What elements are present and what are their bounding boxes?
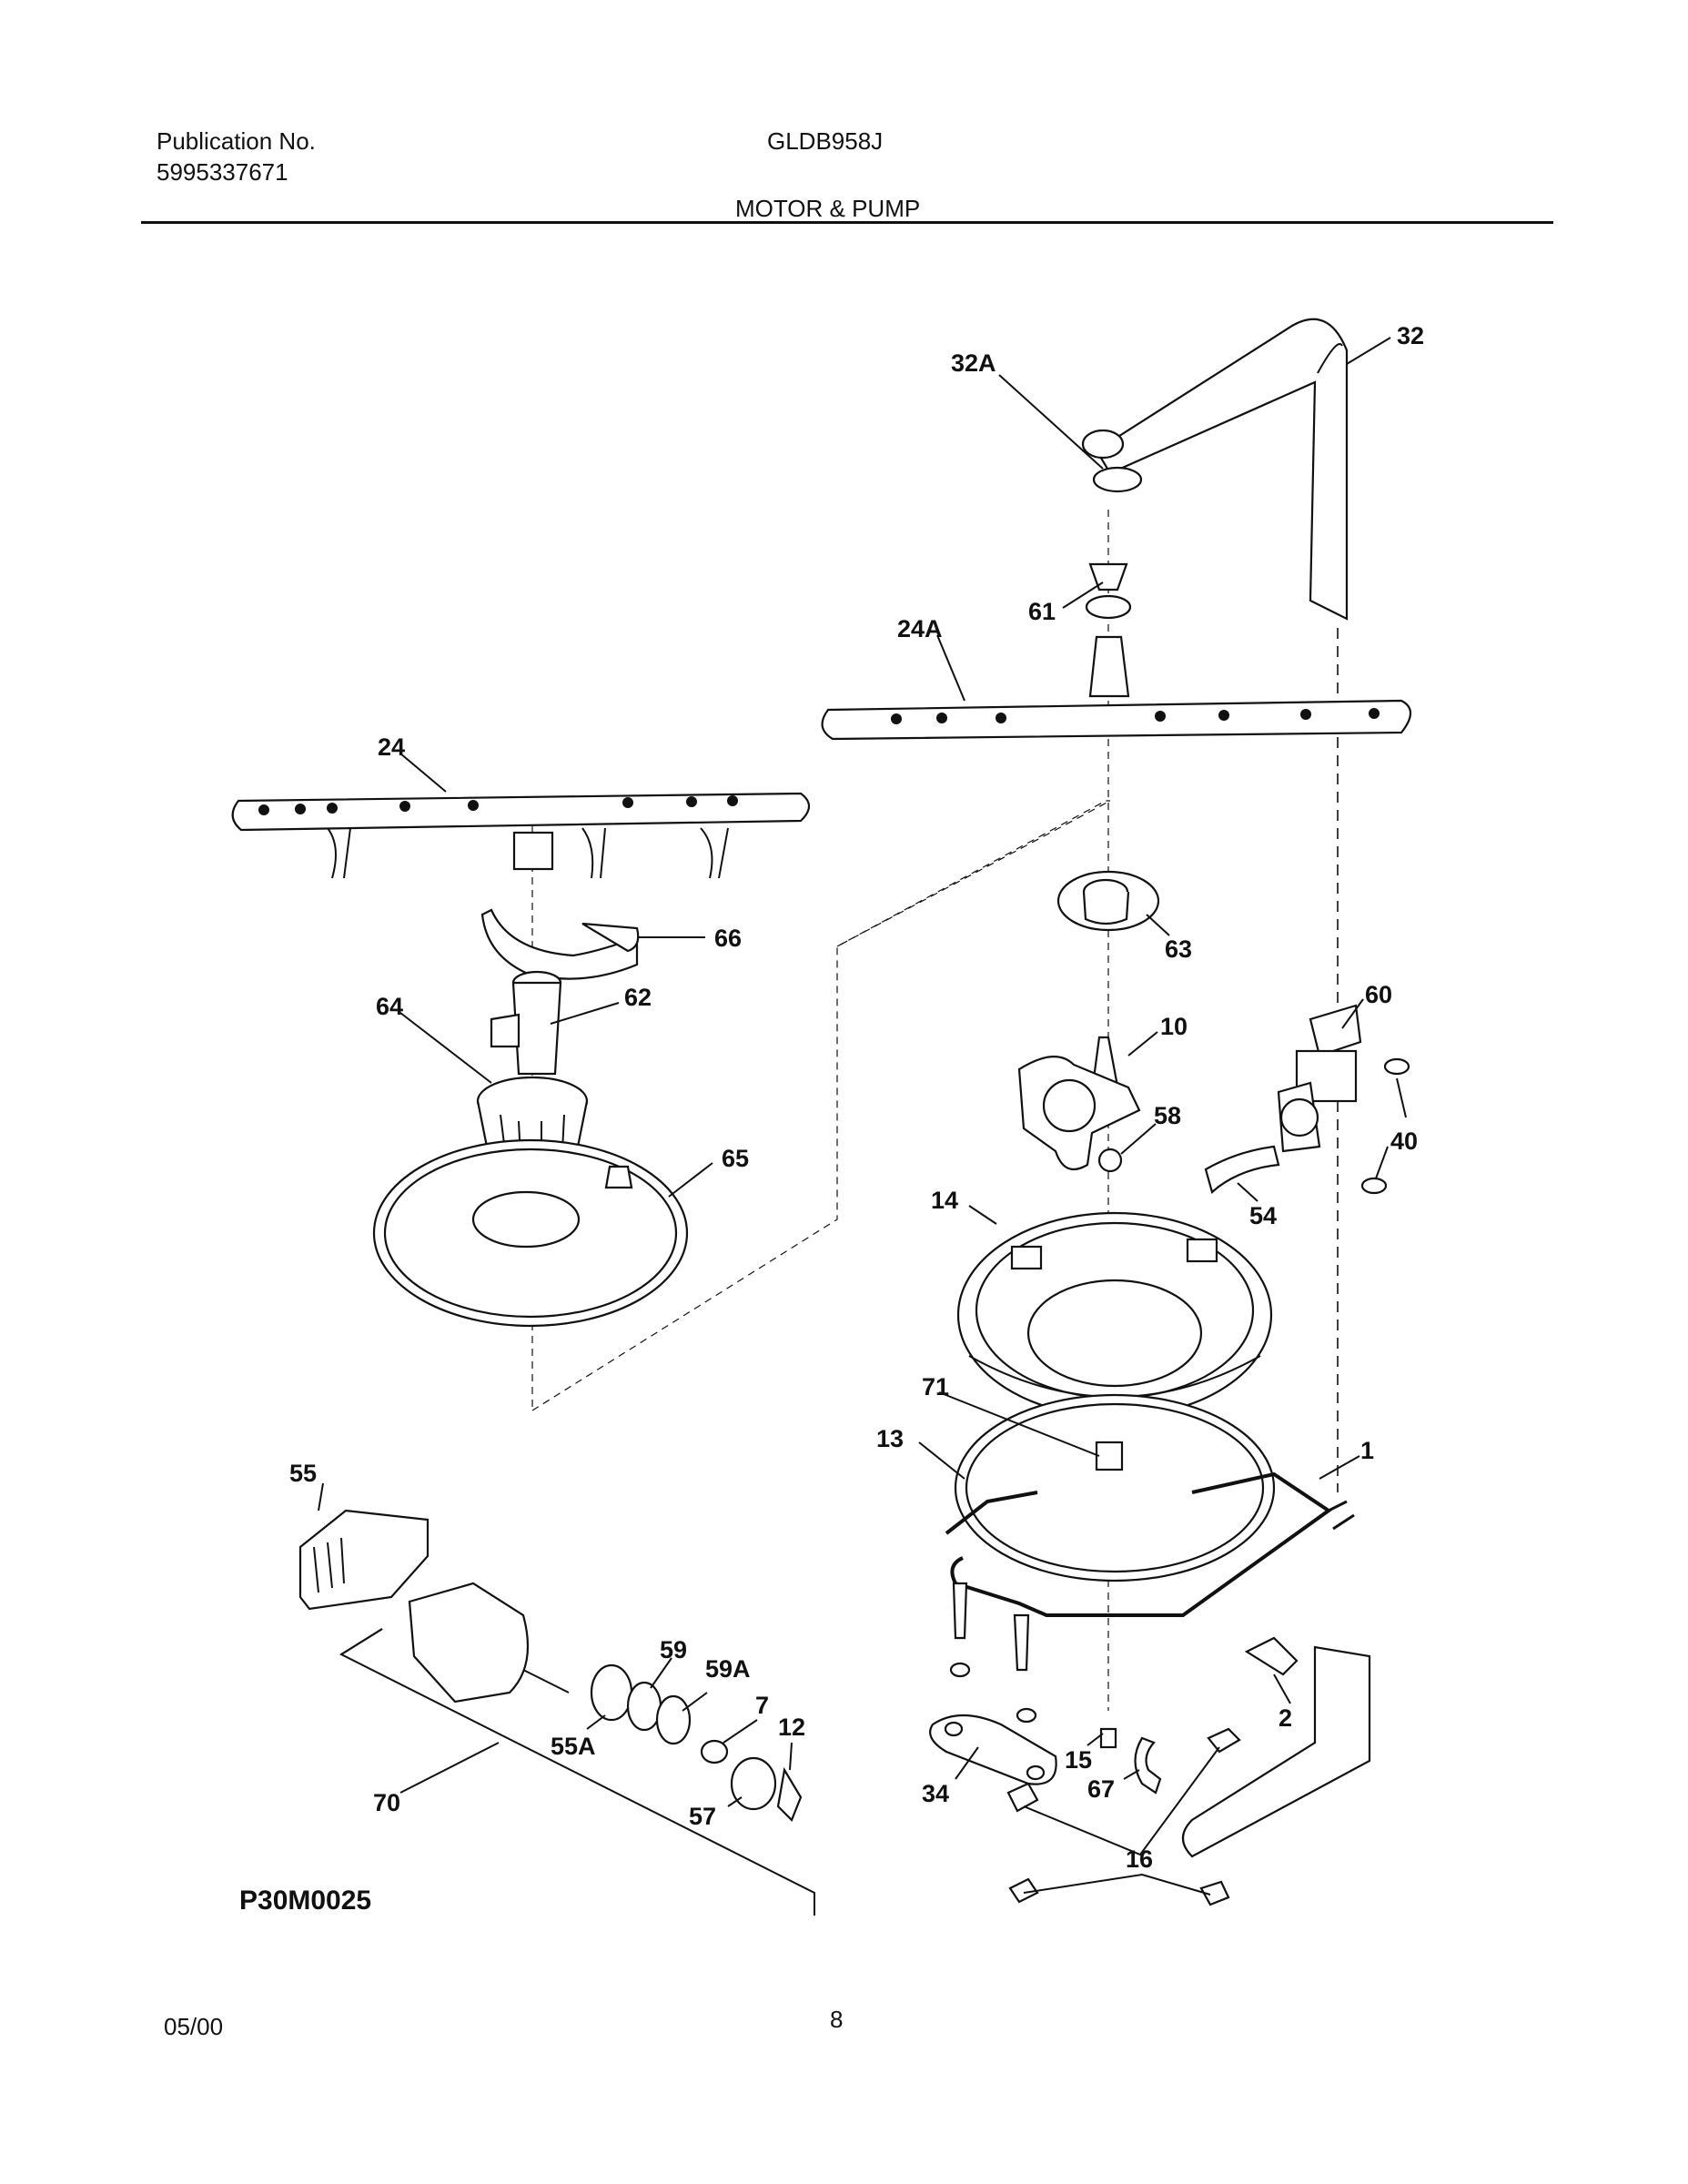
- part-2-bracket: [1244, 1636, 1299, 1676]
- label-1: 1: [1360, 1437, 1374, 1464]
- label-57: 57: [689, 1803, 716, 1830]
- part-61-spray-arm-nut: [1085, 562, 1132, 620]
- label-55: 55: [289, 1460, 317, 1487]
- label-40: 40: [1390, 1127, 1418, 1155]
- label-60: 60: [1365, 981, 1392, 1008]
- publication-number: 5995337671: [157, 158, 288, 186]
- label-54: 54: [1249, 1202, 1277, 1229]
- part-71-sensor: [1095, 1441, 1124, 1471]
- label-32a: 32A: [951, 349, 996, 377]
- label-59a: 59A: [705, 1655, 751, 1683]
- label-61: 61: [1028, 598, 1056, 625]
- part-32a-grommet: [1092, 466, 1143, 493]
- label-12: 12: [778, 1714, 805, 1741]
- part-65-coarse-filter: [372, 1138, 689, 1328]
- label-58: 58: [1154, 1102, 1181, 1129]
- label-63: 63: [1165, 935, 1192, 963]
- part-34-plate: [929, 1714, 1057, 1785]
- diagram-code: P30M0025: [239, 1886, 371, 1916]
- part-24-lower-spray-arm: [231, 792, 811, 879]
- part-15-plug: [1099, 1727, 1117, 1749]
- part-16-clips: [1006, 1727, 1241, 1906]
- part-13-gasket: [954, 1393, 1276, 1582]
- section-title: MOTOR & PUMP: [735, 195, 921, 222]
- label-13: 13: [876, 1425, 904, 1452]
- label-14: 14: [931, 1187, 958, 1214]
- washers: [949, 1662, 1037, 1724]
- label-32: 32: [1397, 322, 1424, 349]
- part-40-clamps: [1360, 1057, 1410, 1195]
- label-67: 67: [1087, 1775, 1115, 1803]
- label-24: 24: [378, 733, 405, 761]
- label-16: 16: [1126, 1845, 1153, 1873]
- drain-hose: [1181, 1645, 1371, 1858]
- part-60-inlet-valve: [1277, 1004, 1362, 1153]
- label-66: 66: [714, 925, 742, 952]
- publication-label: Publication No.: [157, 127, 316, 155]
- part-labels: 32A 32 61 24A 24 66 62 64 65 63 10 60 58…: [289, 322, 1424, 1873]
- label-15: 15: [1065, 1746, 1092, 1774]
- label-2: 2: [1279, 1704, 1292, 1732]
- part-63-cap: [1056, 870, 1160, 932]
- leader-lines: [318, 337, 1407, 1896]
- motor: [408, 1582, 570, 1704]
- part-24a-upper-spray-arm: [821, 635, 1412, 741]
- label-65: 65: [722, 1145, 749, 1172]
- part-67-hose-clip: [1134, 1736, 1162, 1795]
- part-32-supply-tube: [1081, 318, 1349, 621]
- label-71: 71: [922, 1373, 949, 1400]
- label-24a: 24A: [897, 615, 943, 642]
- header-rule: [141, 221, 1553, 224]
- part-1-heating-element: [945, 1471, 1355, 1672]
- label-59: 59: [660, 1636, 687, 1663]
- label-55a: 55A: [551, 1733, 596, 1760]
- label-62: 62: [624, 984, 652, 1011]
- page-number: 8: [830, 2006, 844, 2033]
- part-10-pump-housing: [1017, 1036, 1141, 1171]
- model-number: GLDB958J: [767, 127, 884, 155]
- label-7: 7: [755, 1692, 769, 1719]
- part-58-ball: [1097, 1148, 1123, 1173]
- pump-seal-parts: [590, 1663, 803, 1822]
- part-14-sump: [956, 1211, 1273, 1419]
- part-66-chopper-blade: [480, 908, 640, 980]
- label-10: 10: [1160, 1013, 1188, 1040]
- part-54-inlet-hose: [1204, 1145, 1280, 1194]
- part-55-motor-mount: [298, 1509, 430, 1611]
- label-70: 70: [373, 1789, 400, 1816]
- part-62-manifold-tube: [490, 970, 562, 1076]
- footer-date: 05/00: [164, 2013, 224, 2040]
- label-64: 64: [376, 993, 403, 1020]
- label-34: 34: [922, 1780, 949, 1807]
